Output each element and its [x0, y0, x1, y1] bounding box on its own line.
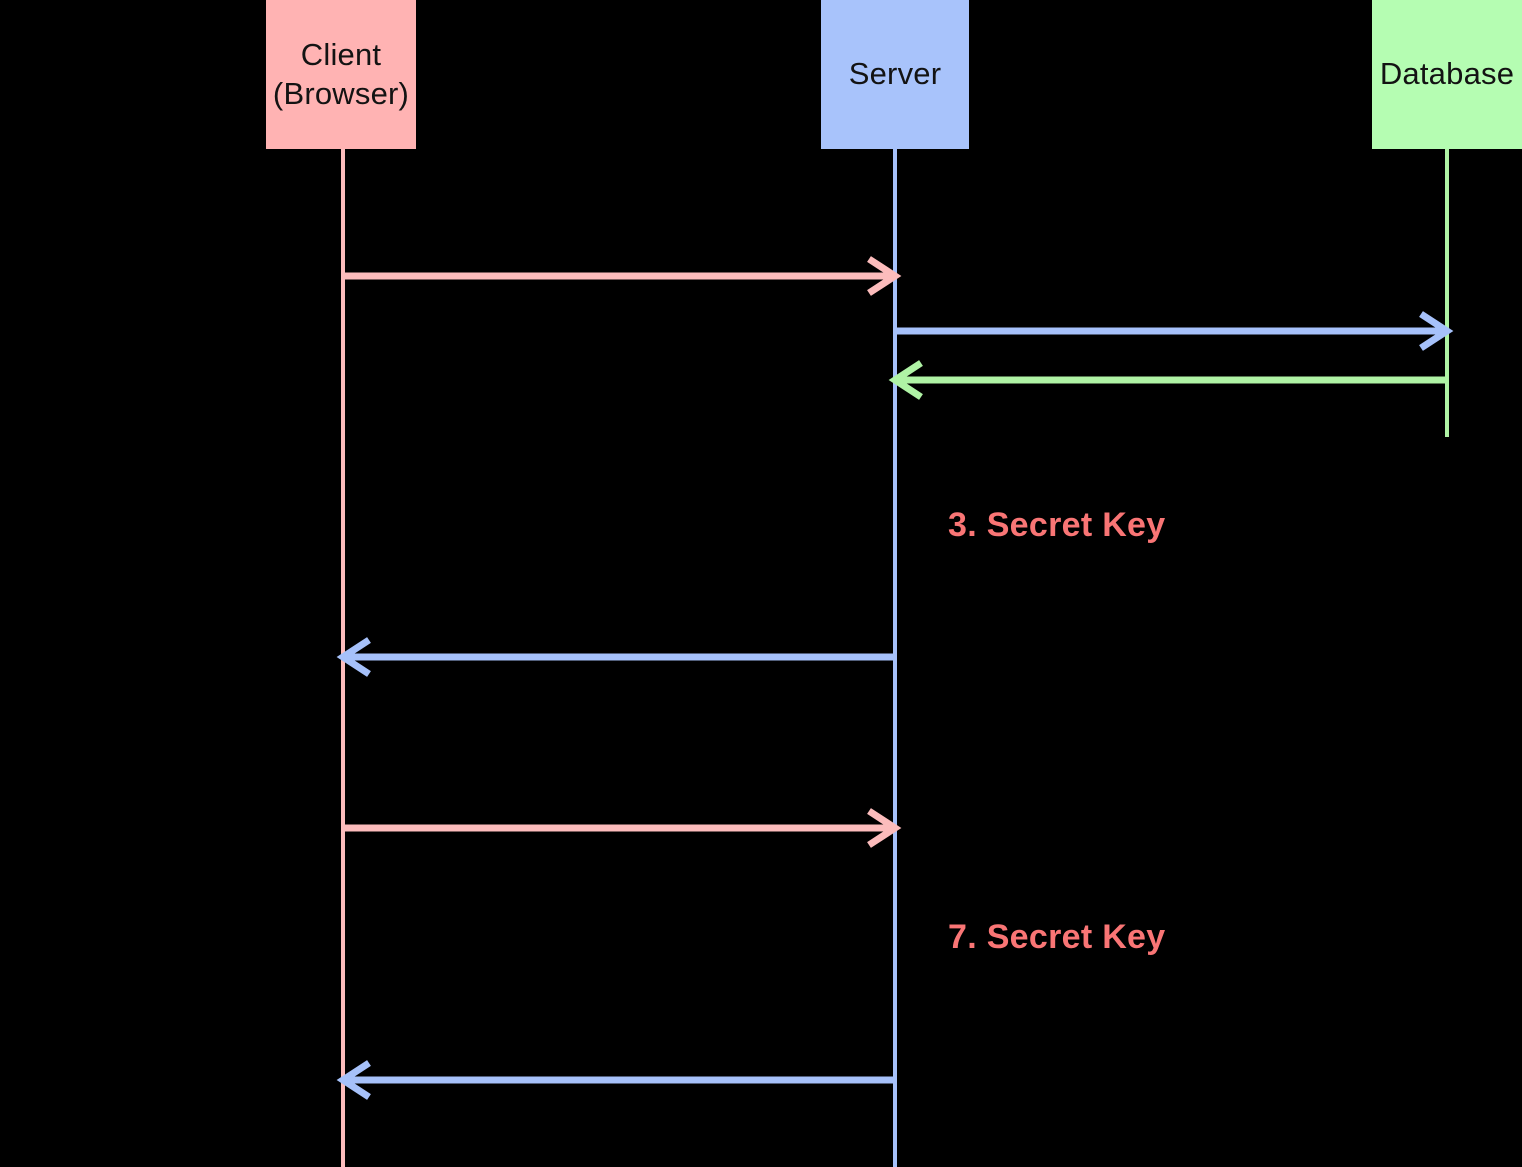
arrowhead-icon — [336, 1060, 371, 1100]
annotation-secret-key-7: 7. Secret Key — [948, 918, 1166, 956]
message-arrow-database-to-server-3 — [888, 360, 1447, 400]
annotation-secret-key-3: 3. Secret Key — [948, 506, 1166, 544]
arrowhead-icon — [867, 808, 902, 848]
message-arrow-server-to-database-2 — [895, 311, 1454, 351]
actor-client-label: Client (Browser) — [272, 37, 410, 111]
arrowhead-icon — [888, 360, 923, 400]
arrowhead-icon — [336, 637, 371, 677]
actor-database-label: Database — [1379, 56, 1515, 92]
actor-database: Database — [1372, 0, 1522, 149]
actor-client: Client (Browser) — [266, 0, 416, 149]
message-arrow-server-to-client-6 — [336, 1060, 895, 1100]
arrowhead-icon — [1419, 311, 1454, 351]
message-arrow-server-to-client-4 — [336, 637, 895, 677]
message-arrow-client-to-server-5 — [343, 808, 902, 848]
arrowhead-icon — [867, 256, 902, 296]
actor-server: Server — [821, 0, 969, 149]
actor-server-label: Server — [848, 56, 942, 92]
message-arrow-client-to-server-1 — [343, 256, 902, 296]
